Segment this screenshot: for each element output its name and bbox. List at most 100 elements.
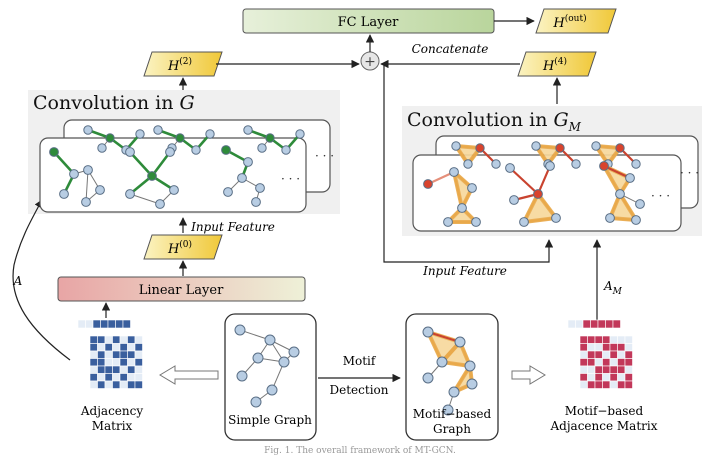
matrix-cell [602,373,611,382]
graph-node [153,125,163,135]
matrix-cell [97,358,106,367]
graph-node [49,147,59,157]
graph-edge [53,151,75,175]
graph-node [464,360,476,372]
matrix-cell [579,350,588,359]
motif-adjacency-matrix [567,319,633,389]
matrix-cell [97,343,106,352]
conv-gm-title: Convolution in GM [407,109,581,134]
matrix-cell [112,365,121,374]
matrix-cell [119,335,128,344]
linear-layer-box [57,276,306,302]
graph-edge [603,165,621,195]
graph-node [531,141,541,151]
graph-node [475,143,485,153]
graph-node [533,189,543,199]
matrix-cell [112,350,121,359]
linear-layer-label: Linear Layer [139,283,224,298]
matrix-cell [602,358,611,367]
matrix-cell [97,335,106,344]
matrix-cell [587,380,596,389]
graph-node [243,157,253,167]
h-out-box [535,8,617,34]
simple-graph [234,324,300,408]
graph-node [471,217,481,227]
conv-gm-title-var: G [553,109,569,131]
ellipsis-conv-gm-back: · · · [680,166,699,180]
matrix-cell [127,350,136,359]
matrix-cell [609,335,618,344]
matrix-cell [127,365,136,374]
graph-node [555,143,565,153]
graph-node [457,203,467,213]
graph-node [234,324,246,336]
graph-node [223,187,233,197]
matrix-cell [89,373,98,382]
matrix-cell [617,358,626,367]
conv-g-title: Convolution in G [33,92,195,114]
matrix-cell [617,373,626,382]
motif-graph-box [405,313,499,441]
conv-gm-title-sub: M [568,119,581,134]
matrix-cell [602,343,611,352]
graph-node [236,370,248,382]
graph-node [635,199,645,209]
graph-node [83,125,93,135]
graph-node [454,336,466,348]
matrix-cell [89,365,98,374]
graph-node [165,147,175,157]
motif-adjacency-line2: Adjacence Matrix [549,419,657,433]
hollow-arrow-left [159,365,219,385]
matrix-cell [579,365,588,374]
matrix-header-cell [92,319,101,329]
matrix-header-cell [567,319,576,329]
hollow-arrow-right [511,365,546,385]
graph-node [250,396,262,408]
matrix-cell [112,358,121,367]
graph-node [449,167,459,177]
graph-node [631,159,641,169]
matrix-header-cell [582,319,591,329]
conv-g-front-graph-3 [221,145,265,207]
matrix-cell [587,373,596,382]
h0-label: H(0) [167,239,192,257]
matrix-cell [97,380,106,389]
graph-node [422,372,434,384]
graph-node [625,173,635,183]
conv-gm-front-graph-1 [423,167,481,227]
graph-edge [427,330,461,344]
graph-edge [427,331,443,363]
ellipsis-conv-g-back: · · · [315,149,334,163]
matrix-cell [97,373,106,382]
graph-node [605,213,615,223]
graph-edge [523,216,557,224]
matrix-cell [579,373,588,382]
graph-node [443,217,453,227]
conv-gm-back-graph [451,141,501,169]
h4-label: H(4) [542,56,567,74]
matrix-cell [587,365,596,374]
graph-node [155,199,165,209]
graph-node [169,185,179,195]
graph-edge [129,193,161,205]
concat-plus-icon: + [364,54,376,70]
graph-node [509,195,519,205]
matrix-cell [609,373,618,382]
matrix-header-cell [612,319,621,329]
graph-edge [452,171,464,209]
matrix-cell [587,335,596,344]
matrix-cell [587,343,596,352]
edge-am-label: AM [603,279,623,297]
conv-g-front-graph-2 [125,147,179,209]
graph-node [221,145,231,155]
concat-label: Concatenate [412,42,489,56]
graph-node [278,356,290,368]
matrix-cell [97,350,106,359]
matrix-cell [134,373,143,382]
matrix-cell [609,365,618,374]
matrix-cell [134,380,143,389]
graph-node [505,163,515,173]
graph-node [491,159,501,169]
matrix-cell [594,365,603,374]
